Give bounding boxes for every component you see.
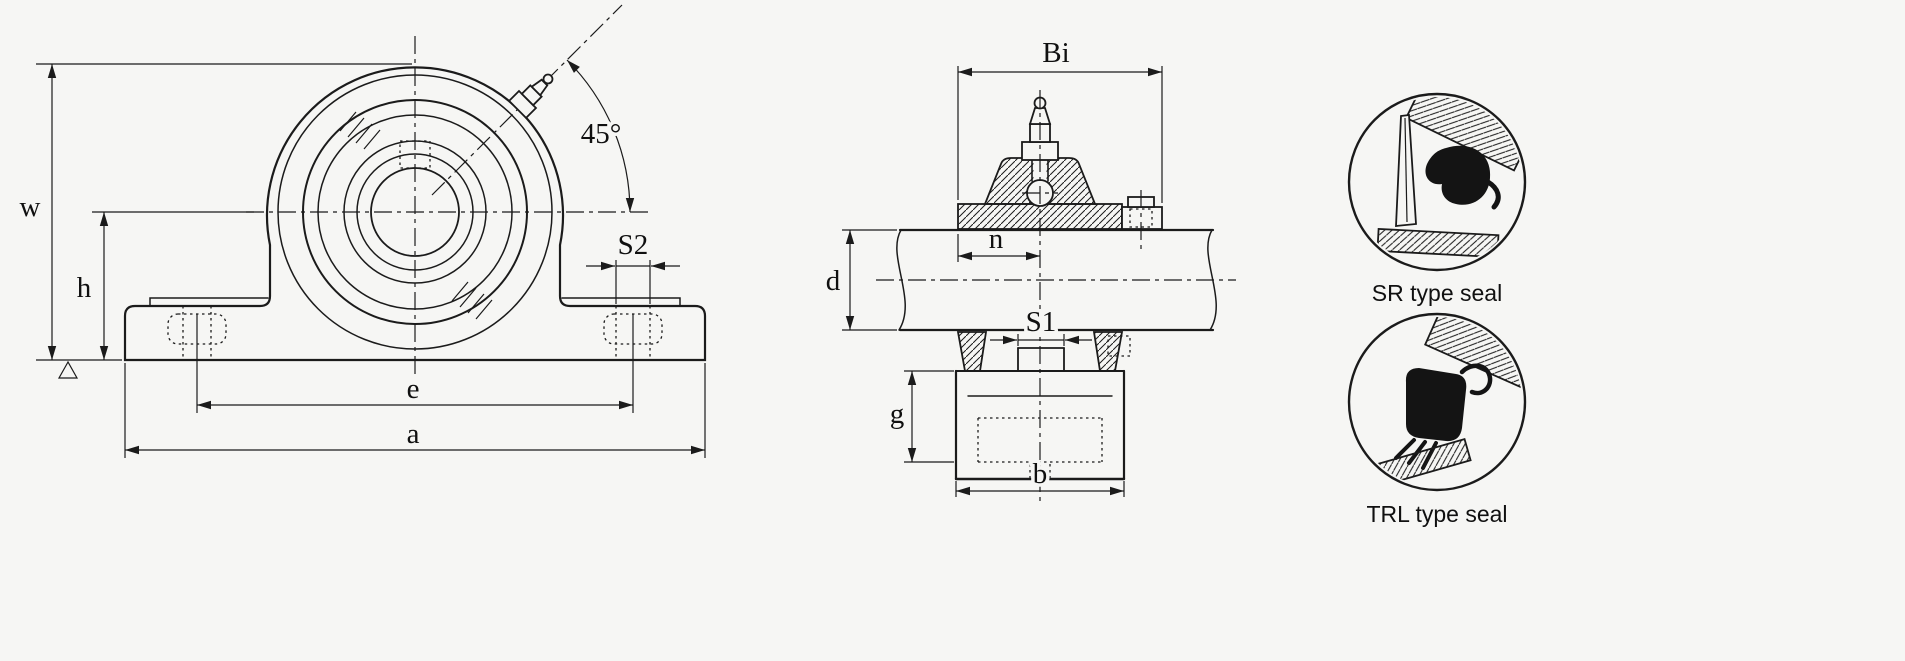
ring-hatch-upper — [339, 111, 381, 150]
trl-seal-detail: TRL type seal — [1347, 312, 1527, 530]
trl-detail-circle — [1347, 312, 1527, 492]
sr-detail-circle — [1347, 92, 1527, 272]
dim-label-bi: Bi — [1042, 37, 1069, 69]
dim-angle-45: 45° — [566, 59, 635, 213]
dim-label-w: w — [20, 191, 41, 223]
dim-a: a — [124, 363, 706, 458]
housing-wall-left — [956, 331, 988, 372]
sr-seal-cross-section — [1376, 97, 1522, 259]
datum-symbol — [57, 360, 79, 379]
dim-label-d: d — [826, 265, 841, 297]
sr-seal-lip — [1425, 145, 1491, 205]
dim-label-s1: S1 — [1026, 306, 1057, 338]
foot-step-right — [561, 297, 681, 307]
sr-seal-caption: SR type seal — [1372, 280, 1502, 306]
housing-outline — [123, 66, 707, 362]
sr-seal-detail: SR type seal — [1347, 92, 1527, 309]
dim-label-angle: 45° — [581, 118, 622, 150]
dim-bi: Bi — [957, 34, 1163, 203]
dim-label-s2: S2 — [618, 229, 649, 261]
ring-hatch-lower — [451, 281, 493, 320]
dim-d: d — [822, 229, 897, 331]
shaft-break-left — [896, 229, 906, 331]
dim-label-b: b — [1033, 458, 1048, 490]
dim-n: n — [957, 220, 1040, 262]
dim-label-e: e — [407, 373, 420, 405]
set-screw-hidden-side — [1107, 335, 1131, 357]
set-screw-collar — [1121, 190, 1163, 252]
dim-label-h: h — [77, 272, 92, 304]
dim-label-n: n — [989, 223, 1004, 255]
dim-label-g: g — [890, 398, 905, 430]
foot-step-left — [149, 297, 269, 307]
trl-seal-cross-section — [1352, 317, 1522, 487]
dim-g: g — [886, 370, 954, 463]
dim-s2: S2 — [586, 226, 680, 304]
dim-label-a: a — [407, 418, 420, 450]
dim-h: h — [73, 211, 254, 360]
side-view: Bi n d S1 g — [822, 34, 1236, 502]
dim-e: e — [196, 314, 634, 413]
dim-s1: S1 — [990, 303, 1092, 346]
grease-fitting-front — [507, 73, 554, 120]
front-view: w h e a S2 — [16, 4, 707, 458]
dim-b: b — [955, 455, 1125, 497]
dim-w: w — [16, 63, 412, 361]
trl-seal-caption: TRL type seal — [1366, 501, 1507, 527]
trl-seal-body — [1405, 368, 1467, 442]
shaft-break-right — [1207, 229, 1217, 331]
shaft — [896, 228, 1217, 332]
